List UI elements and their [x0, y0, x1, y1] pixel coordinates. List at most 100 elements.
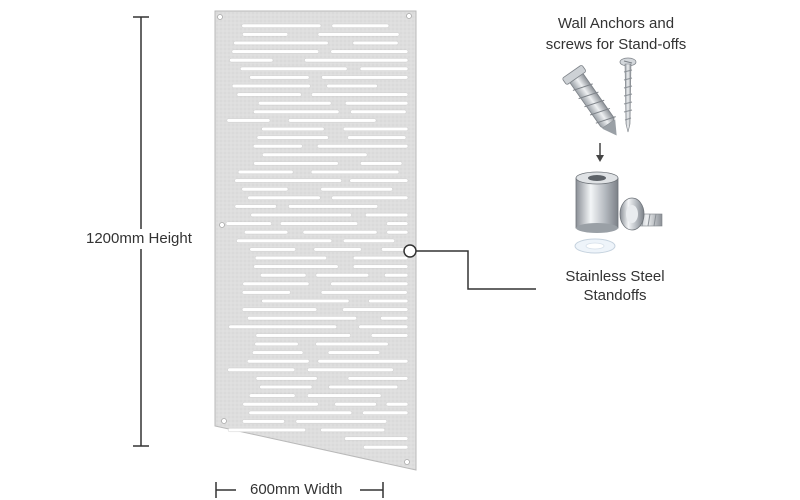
panel-slot: [241, 290, 291, 295]
panel-slot: [242, 402, 319, 407]
clear-washer-icon: [574, 238, 616, 254]
panel-slot: [343, 126, 409, 131]
panel-slot: [254, 256, 327, 261]
panel-slot: [244, 230, 289, 235]
panel-slot: [360, 161, 403, 166]
panel-slot: [370, 333, 409, 338]
panel-slot: [225, 221, 272, 226]
standoffs-label: Stainless Steel Standoffs: [560, 267, 670, 305]
panel-slot: [344, 436, 409, 441]
panel-slot: [262, 152, 368, 157]
standoffs-label-line1: Stainless Steel: [565, 268, 665, 285]
panel-slot: [317, 32, 400, 37]
panel-slot: [250, 212, 352, 217]
panel-slot: [241, 307, 318, 312]
panel-slot: [315, 273, 369, 278]
panel-slot: [315, 342, 389, 347]
panel-slot: [247, 316, 357, 321]
panel-slot: [259, 385, 313, 390]
panel-slot: [240, 66, 348, 71]
panel-slot: [255, 376, 318, 381]
panel-slot: [280, 221, 359, 226]
panel-slot: [334, 402, 377, 407]
panel-slot: [347, 376, 409, 381]
panel-slot: [358, 324, 409, 329]
panel-slot: [385, 402, 409, 407]
panel-slot: [342, 307, 409, 312]
mount-hole: [219, 222, 225, 228]
panel-slot: [317, 144, 409, 149]
panel-slot: [353, 256, 409, 261]
panel-slot: [386, 221, 409, 226]
anchors-label-line1: Wall Anchors and: [557, 15, 675, 32]
panel-slot: [229, 58, 274, 63]
height-label: 1200mm Height: [86, 230, 192, 247]
panel-slot: [242, 281, 310, 286]
panel-slot: [345, 101, 409, 106]
panel-slot: [256, 135, 329, 140]
width-label: 600mm Width: [250, 481, 343, 498]
screw-icon: [619, 57, 637, 133]
mount-hole: [217, 14, 223, 20]
panel-slot: [231, 83, 311, 88]
panel-slot: [236, 92, 302, 97]
panel-slot: [231, 49, 320, 54]
standoffs-label-line2: Standoffs: [583, 287, 647, 304]
panel-slot: [320, 187, 393, 192]
panel-slot: [260, 273, 307, 278]
panel-slot: [363, 445, 409, 450]
panel-slot: [237, 169, 294, 174]
panel-slot: [350, 109, 407, 114]
panel-slot: [327, 350, 380, 355]
panel-slot: [359, 66, 409, 71]
panel-slot: [255, 333, 351, 338]
panel-slot: [330, 281, 409, 286]
panel-slot: [248, 393, 296, 398]
arrow-down-icon: [596, 143, 604, 162]
panel-slot: [331, 23, 390, 28]
panel-slot: [246, 359, 310, 364]
panel-slot: [227, 428, 306, 433]
panel-slot: [288, 118, 377, 123]
standoff-barrel-icon: [575, 171, 619, 233]
panel-slot: [242, 32, 289, 37]
panel-slot: [253, 264, 339, 269]
panel-slot: [343, 238, 395, 243]
panel-slot: [307, 393, 382, 398]
panel-slot: [330, 49, 409, 54]
panel-slot: [261, 126, 325, 131]
panel-slot: [311, 92, 409, 97]
panel-slot: [362, 410, 409, 415]
panel-slot: [331, 195, 409, 200]
panel-slot: [254, 342, 299, 347]
panel-slot: [261, 299, 350, 304]
panel-slot: [242, 419, 285, 424]
panel-slot: [328, 385, 399, 390]
anchors-label-line2: screws for Stand-offs: [545, 36, 687, 53]
panel-slot: [249, 247, 296, 252]
panel-slot: [252, 144, 303, 149]
height-label-bg: [84, 229, 196, 249]
panel-slot: [288, 204, 379, 209]
panel-slot: [310, 169, 400, 174]
panel-slot: [313, 247, 362, 252]
panel-slot: [302, 230, 378, 235]
panel-slot: [317, 359, 409, 364]
panel-slot: [227, 367, 296, 372]
panel-slot: [241, 187, 289, 192]
panel-slot: [326, 83, 378, 88]
panel-slot: [365, 212, 409, 217]
panel-slot: [241, 23, 322, 28]
panel-slot: [226, 118, 271, 123]
panel-slot: [253, 109, 340, 114]
panel-slot: [304, 58, 409, 63]
panel-slot: [234, 178, 342, 183]
panel-slot: [228, 324, 337, 329]
panel-slot: [248, 410, 353, 415]
anchors-label: Wall Anchors and screws for Stand-offs: [528, 13, 704, 55]
callout-leader: [403, 244, 536, 290]
panel-slot: [253, 161, 339, 166]
panel-slot: [252, 350, 304, 355]
wall-anchor-icon: [562, 65, 617, 136]
panel-slot: [380, 316, 409, 321]
